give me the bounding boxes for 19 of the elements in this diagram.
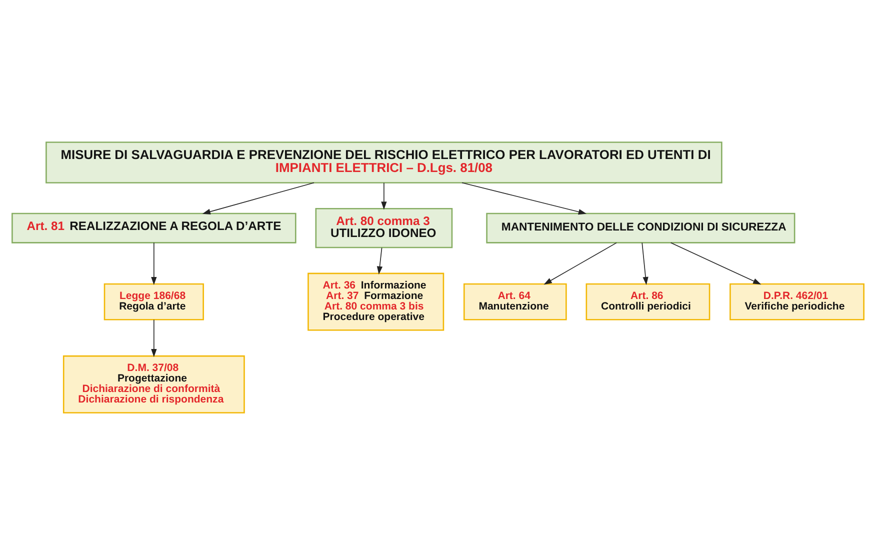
arrow [670, 242, 762, 284]
arrow [642, 242, 648, 285]
node-box: Art. 80 comma 3 UTILIZZO IDONEO [315, 208, 453, 248]
node-box: MANTENIMENTO DELLE CONDIZIONI DI SICUREZZA [486, 212, 796, 243]
node-box: D.P.R. 462/01 Verifiche periodiche [730, 282, 864, 320]
arrow [376, 246, 383, 274]
arrow [381, 182, 387, 210]
arrow [151, 318, 157, 357]
node-box: MISURE DI SALVAGUARDIA E PREVENZIONE DEL RISCHIO ELETTRICO PER LAVORATORI ED UTENTI DI IMPIANTI ELETTRICI – D.Lgs. 81/08 [46, 141, 722, 183]
node-box: D.M. 37/08 Progettazione Dichiarazione di conformità Dichiarazione di rispondenza [62, 354, 245, 413]
node-box: Art. 81 REALIZZAZIONE A REGOLA D’ARTE [12, 212, 296, 243]
arrow [202, 182, 314, 214]
node-box: Art. 36 Informazione Art. 37 Formazione Art. 80 comma 3 bis Procedure operative [308, 272, 444, 330]
node-box: Art. 86 Controlli periodici [586, 282, 710, 320]
arrow [151, 242, 157, 285]
arrow [462, 182, 587, 214]
arrow [544, 242, 617, 284]
node-box: Art. 64 Manutenzione [463, 282, 567, 320]
node-box: Legge 186/68 Regola d’arte [104, 282, 204, 320]
